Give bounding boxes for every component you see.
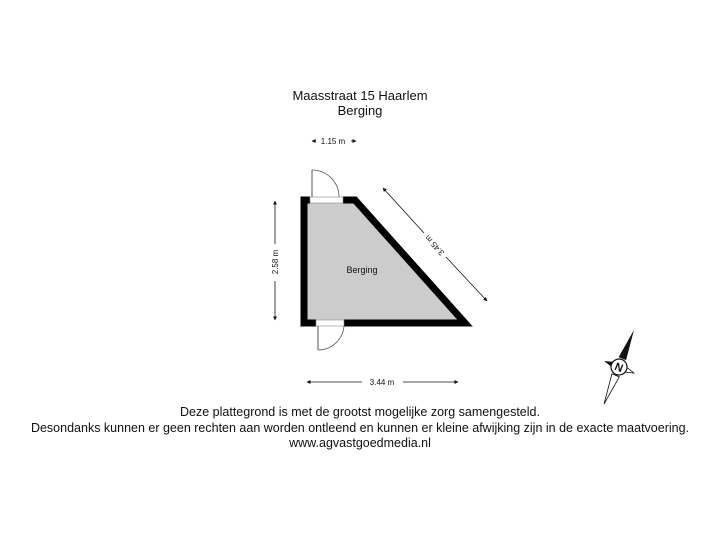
room-floor <box>305 200 465 323</box>
door-bottom <box>315 319 345 351</box>
wall-left <box>300 196 316 327</box>
dimension-height: 2.58 m <box>271 200 280 321</box>
dimension-door-width: 1.15 m <box>311 137 357 146</box>
disclaimer-line-1: Deze plattegrond is met de grootst mogel… <box>180 405 540 419</box>
dimension-height-label: 2.58 m <box>271 249 280 274</box>
compass-needle-north <box>618 329 634 361</box>
compass-rose: N <box>603 329 636 405</box>
room-label: Berging <box>346 265 377 275</box>
dimension-door-width-label: 1.15 m <box>321 137 346 146</box>
website-link[interactable]: www.agvastgoedmedia.nl <box>289 436 431 450</box>
address-title: Maasstraat 15 Haarlem <box>292 88 428 103</box>
dimension-width: 3.44 m <box>306 378 459 387</box>
disclaimer-line-2: Desondanks kunnen er geen rechten aan wo… <box>30 421 690 435</box>
wall-bottom-diagonal <box>343 196 473 327</box>
floor-title: Berging <box>337 103 383 118</box>
compass-needle-south <box>603 373 620 405</box>
walls <box>300 196 473 327</box>
door-top <box>309 169 344 204</box>
compass-north-label: N <box>613 361 625 375</box>
dimension-diagonal-label: 3.45 m <box>423 233 446 257</box>
dimension-width-label: 3.44 m <box>370 378 395 387</box>
